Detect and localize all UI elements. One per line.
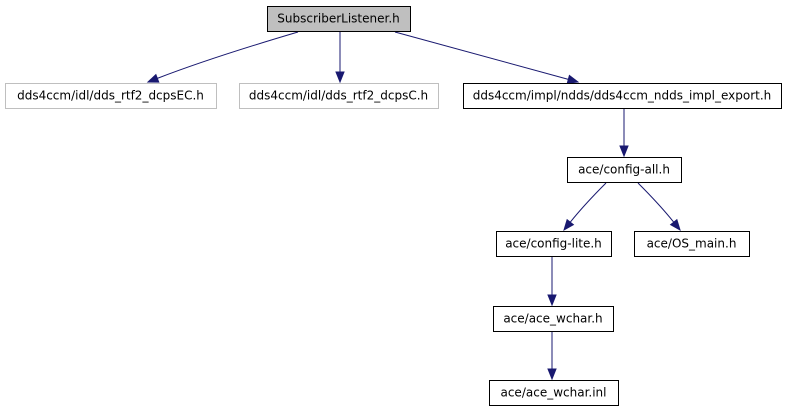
node-label: ace/ace_wchar.inl: [500, 386, 606, 400]
edge-line: [637, 182, 675, 223]
node-n8[interactable]: ace/ace_wchar.inl: [489, 380, 619, 406]
node-n0[interactable]: SubscriberListener.h: [267, 6, 411, 32]
node-n3[interactable]: dds4ccm/impl/ndds/dds4ccm_ndds_impl_expo…: [463, 83, 782, 109]
node-n2[interactable]: dds4ccm/idl/dds_rtf2_dcpsC.h: [239, 83, 439, 109]
edge-line: [569, 182, 607, 223]
arrowhead-icon: [563, 218, 575, 232]
arrowhead-icon: [547, 294, 557, 307]
arrowhead-icon: [619, 145, 629, 158]
edge-n3-to-n4: [619, 109, 629, 158]
edge-n7-to-n8: [547, 332, 557, 381]
node-box: [239, 83, 439, 109]
nodes-layer: SubscriberListener.h dds4ccm/idl/dds_rtf2…: [5, 6, 782, 406]
node-box: [463, 83, 782, 109]
node-box: [634, 231, 750, 257]
node-label: dds4ccm/idl/dds_rtf2_dcpsC.h: [249, 89, 428, 103]
edge-n0-to-n1: [146, 31, 299, 83]
node-n6[interactable]: ace/OS_main.h: [634, 231, 750, 257]
edge-line: [394, 31, 569, 80]
arrowhead-icon: [335, 71, 345, 84]
node-label: ace/config-all.h: [578, 163, 670, 177]
edge-n4-to-n5: [563, 182, 607, 232]
node-label: ace/OS_main.h: [647, 237, 737, 251]
node-box: [567, 157, 682, 183]
arrowhead-icon: [566, 74, 580, 84]
arrowhead-icon: [669, 218, 681, 232]
edge-line: [157, 31, 299, 79]
node-label: dds4ccm/idl/dds_rtf2_dcpsEC.h: [17, 89, 204, 103]
node-n1[interactable]: dds4ccm/idl/dds_rtf2_dcpsEC.h: [5, 83, 217, 109]
edge-n0-to-n3: [394, 31, 580, 84]
node-n7[interactable]: ace/ace_wchar.h: [493, 306, 614, 332]
node-box: [5, 83, 217, 109]
arrowhead-icon: [146, 73, 160, 83]
node-n4[interactable]: ace/config-all.h: [567, 157, 682, 183]
edge-n0-to-n2: [335, 32, 345, 84]
arrowhead-icon: [547, 368, 557, 381]
node-box: [489, 380, 619, 406]
node-label: ace/ace_wchar.h: [503, 312, 602, 326]
node-box: [267, 6, 411, 32]
node-box: [493, 306, 614, 332]
node-n5[interactable]: ace/config-lite.h: [496, 231, 612, 257]
edge-n5-to-n7: [547, 257, 557, 307]
node-label: dds4ccm/impl/ndds/dds4ccm_ndds_impl_expo…: [473, 89, 772, 103]
node-box: [496, 231, 612, 257]
node-label: ace/config-lite.h: [505, 237, 602, 251]
node-label: SubscriberListener.h: [277, 12, 400, 26]
edges-layer: [146, 31, 681, 381]
edge-n4-to-n6: [637, 182, 681, 232]
